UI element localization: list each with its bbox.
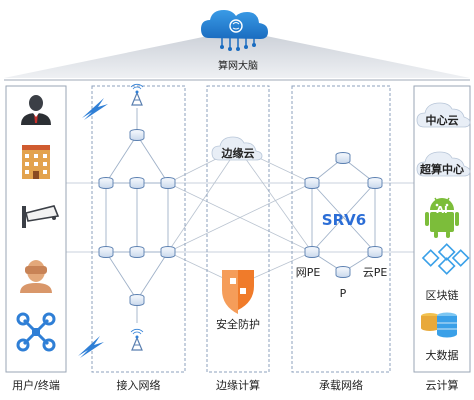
bearer-node (367, 177, 383, 189)
column-label-edge: 边缘计算 (216, 379, 260, 392)
access-node (129, 294, 145, 306)
businessman-icon (21, 95, 51, 125)
security-shield-icon (222, 270, 254, 314)
blockchain-icon (421, 243, 470, 275)
bearer-node (335, 152, 351, 164)
vr-headset-person-icon (20, 260, 52, 293)
column-label-cloud: 云计算 (425, 379, 459, 392)
bearer-node-pe-net (304, 246, 320, 258)
radio-tower-icon (130, 328, 144, 351)
access-node (160, 177, 176, 189)
big-data-label: 大数据 (425, 349, 459, 362)
p-router-label: P (339, 287, 347, 300)
center-cloud-label: 中心云 (425, 114, 459, 127)
column-label-access: 接入网络 (116, 379, 161, 392)
srv6-label: SRV6 (321, 211, 367, 229)
center-cloud-icon (416, 102, 471, 128)
security-label: 安全防护 (216, 318, 260, 331)
blockchain-label: 区块链 (425, 289, 459, 302)
router-nodes (98, 129, 383, 306)
access-node (98, 177, 114, 189)
access-node (129, 246, 145, 258)
access-node (160, 246, 176, 258)
drone-icon (16, 312, 56, 352)
column-label-users: 用户/终端 (12, 379, 60, 392)
android-ai-icon (425, 197, 459, 238)
supercomputing-label: 超算中心 (420, 163, 464, 176)
access-node (129, 177, 145, 189)
dashed-boxes (91, 85, 391, 373)
access-node (98, 246, 114, 258)
bearer-node (304, 177, 320, 189)
brain-cloud-icon (201, 10, 268, 51)
top-title: 算网大脑 (218, 61, 258, 72)
pe-net-label: 网PE (295, 266, 321, 279)
pe-cloud-label: 云PE (362, 266, 388, 279)
cctv-camera-icon (22, 205, 60, 228)
users-box (5, 85, 67, 373)
roof-shape (4, 30, 470, 81)
column-label-bearer: 承载网络 (319, 379, 363, 392)
building-icon (22, 145, 50, 179)
bearer-node-p (335, 266, 351, 278)
supercomputing-cloud-icon (416, 151, 471, 177)
big-data-icon (421, 312, 457, 338)
edge-cloud-icon (211, 136, 263, 161)
bearer-node-pe-cloud (367, 246, 383, 258)
lightning-signal-icon (78, 98, 108, 358)
access-node (129, 129, 145, 141)
cloud-box (413, 85, 471, 373)
radio-tower-icon (130, 83, 144, 106)
ai-label: AI (436, 205, 448, 216)
edge-cloud-label: 边缘云 (221, 147, 255, 160)
